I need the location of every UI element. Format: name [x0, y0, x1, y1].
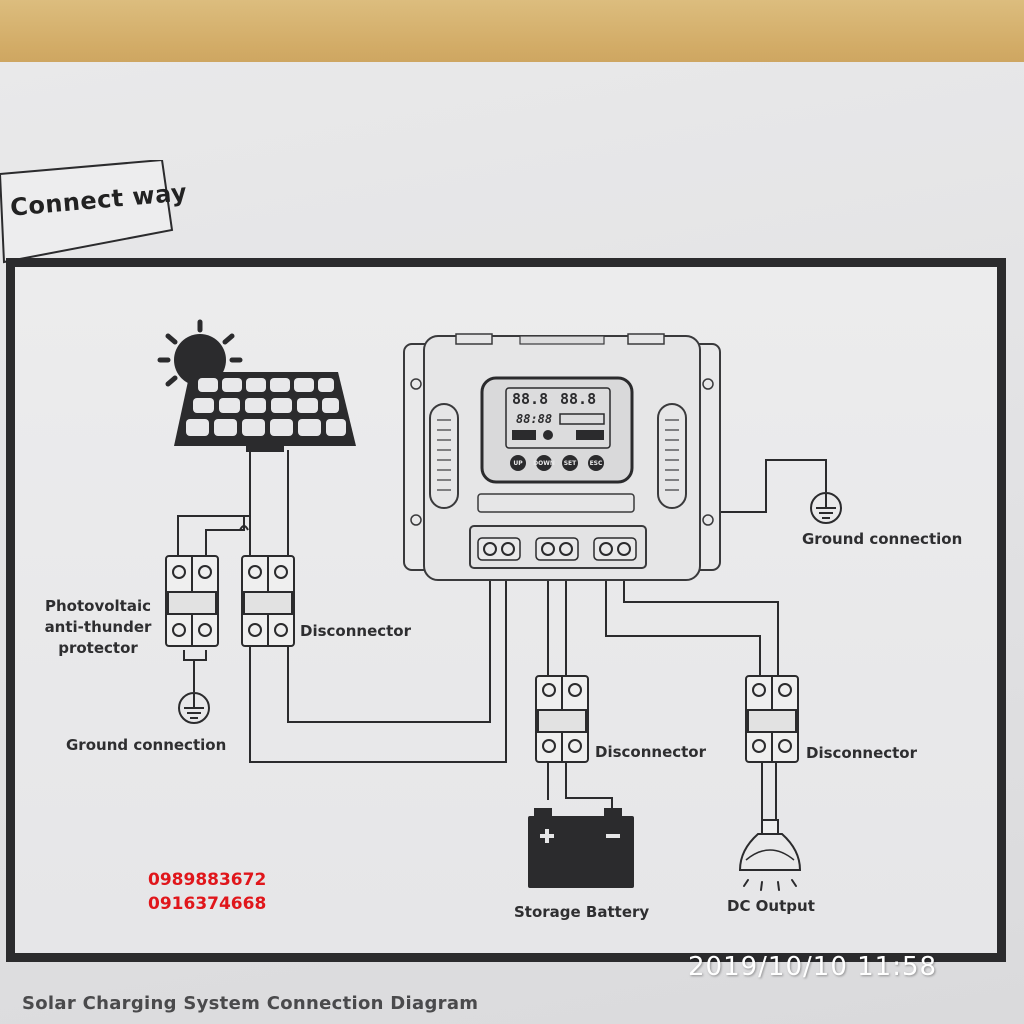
lamp-icon — [738, 819, 802, 891]
pv-disconnector-breaker-icon — [241, 555, 295, 647]
ground-connection-label-left: Ground connection — [66, 736, 227, 754]
down-button-icon — [536, 455, 552, 471]
connect-way-tab — [0, 160, 174, 264]
ground-icon-left — [178, 692, 210, 724]
diagram-caption: Solar Charging System Connection Diagram — [22, 993, 479, 1014]
controller-buttons: UP DOWN SET ESC — [510, 455, 604, 471]
solar-panel-icon — [174, 372, 356, 452]
pv-protector-label: Photovoltaic anti-thunder protector — [44, 597, 152, 657]
set-button-icon — [562, 455, 578, 471]
lcd-display: 88.8 88.8 88:88 — [512, 390, 605, 440]
esc-button-label: ESC — [590, 460, 603, 467]
phone-numbers: 0989883672 0916374668 — [148, 868, 266, 916]
storage-battery-label: Storage Battery — [514, 903, 650, 921]
phone-number-1: 0989883672 — [148, 870, 267, 890]
battery-disconnector-label: Disconnector — [595, 743, 707, 761]
lcd-digits-right: 88.8 — [560, 390, 596, 408]
up-button-icon — [510, 455, 526, 471]
pv-disconnector-label: Disconnector — [300, 622, 412, 640]
pv-protector-breaker-icon — [165, 555, 219, 647]
esc-button-icon — [588, 455, 604, 471]
photo-timestamp: 2019/10/10 11:58 — [688, 952, 938, 982]
dc-output-label: DC Output — [727, 897, 815, 915]
set-button-label: SET — [564, 460, 577, 467]
down-button-label: DOWN — [533, 460, 555, 467]
ground-connection-label-right: Ground connection — [802, 530, 963, 548]
charge-controller-icon — [403, 333, 721, 581]
up-button-label: UP — [513, 460, 523, 467]
battery-icon — [528, 808, 634, 888]
load-disconnector-breaker-icon — [745, 675, 799, 763]
ground-icon-right — [810, 492, 842, 524]
lcd-digits-left: 88.8 — [512, 390, 548, 408]
lcd-time: 88:88 — [516, 412, 552, 426]
battery-disconnector-breaker-icon — [535, 675, 589, 763]
load-disconnector-label: Disconnector — [806, 744, 918, 762]
phone-number-2: 0916374668 — [148, 894, 267, 914]
